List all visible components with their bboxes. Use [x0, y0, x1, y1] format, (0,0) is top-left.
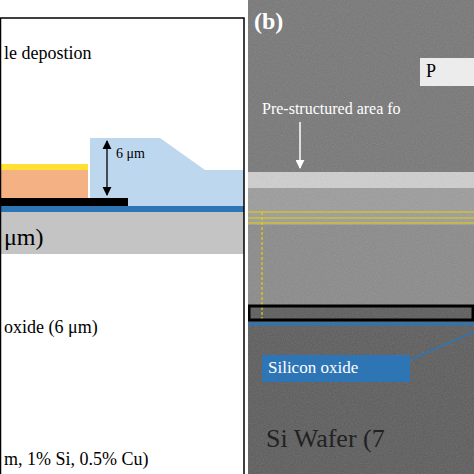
step-label: le depostion	[4, 44, 92, 64]
yellow-line	[248, 211, 474, 212]
electrode-block	[0, 170, 88, 198]
metal-outline	[249, 306, 473, 320]
annotation-text: Pre-structured area fo	[262, 100, 401, 118]
panel-gap	[245, 0, 248, 474]
dimension-label: 6 μm	[116, 146, 145, 161]
layer-label: μm)	[4, 224, 44, 250]
panel-a-bg	[0, 0, 245, 474]
layer-label: m, 1% Si, 0.5% Cu)	[4, 450, 149, 470]
layer-label: Si Wafer (7	[266, 425, 385, 454]
panel-label: (b)	[254, 8, 283, 34]
top-film	[0, 164, 88, 170]
oxide-line	[248, 323, 474, 326]
passivation-layer	[90, 138, 244, 206]
panel-a-frame	[1, 18, 245, 474]
box-text: P	[426, 62, 468, 82]
sem-bg	[248, 0, 474, 474]
label-box: P	[420, 58, 474, 86]
pointer-arrow	[299, 122, 301, 168]
yellow-line	[248, 217, 474, 218]
layer-label: oxide (6 μm)	[4, 318, 98, 338]
yellow-line	[248, 222, 474, 223]
dimension-arrow	[106, 141, 107, 195]
box-text: Silicon oxide	[268, 359, 404, 378]
layer-tag-box: Silicon oxide	[262, 355, 410, 382]
metal-layer	[0, 198, 128, 206]
sem-grain	[248, 0, 474, 474]
oxide-layer	[0, 206, 244, 212]
leader-line	[410, 332, 474, 360]
substrate-layer	[0, 212, 244, 254]
yellow-line	[261, 212, 262, 320]
